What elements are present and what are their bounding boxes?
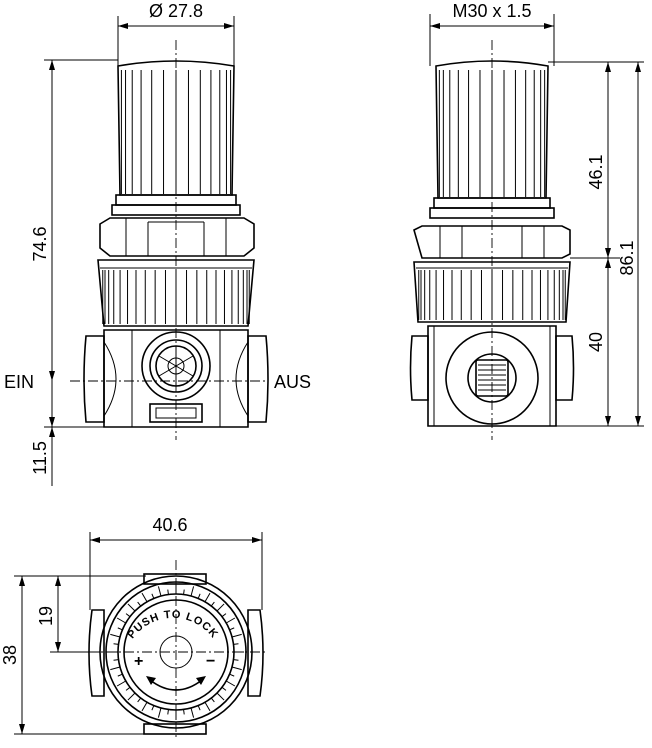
knob-minus-sign: −: [206, 653, 215, 670]
dim-inlet-to-top: 74.6: [30, 59, 118, 381]
dim-inlet-to-top-label: 74.6: [30, 226, 50, 261]
dim-inlet-to-bottom-label: 11.5: [30, 441, 50, 475]
dim-half-depth: 19: [36, 575, 146, 653]
top-view: PUSH TO LOCK + − 40.6 19: [0, 515, 268, 740]
knob-center: [159, 635, 193, 669]
side-port: [445, 331, 539, 425]
dim-total-height-label: 86.1: [617, 240, 637, 275]
dim-thread: M30 x 1.5: [429, 1, 555, 66]
top-body: [88, 573, 264, 735]
dim-total-height: 86.1: [617, 61, 644, 426]
adjusting-knob: [111, 60, 241, 216]
bonnet-ring: [97, 259, 255, 327]
label-inlet: EIN: [4, 372, 34, 392]
dim-total-depth-label: 38: [0, 645, 20, 665]
dim-total-depth: 38: [0, 575, 146, 735]
knob-plus-sign: +: [134, 653, 143, 670]
dim-lower-height: 40: [556, 258, 644, 427]
dim-thread-label: M30 x 1.5: [452, 1, 531, 21]
side-knob-ribs: [438, 70, 546, 197]
dim-body-width-label: 40.6: [152, 515, 187, 535]
lock-nut: [99, 217, 255, 257]
dim-body-width: 40.6: [89, 515, 263, 610]
dim-upper-height: 46.1: [548, 61, 620, 259]
dim-upper-height-label: 46.1: [586, 154, 606, 189]
dim-half-depth-label: 19: [36, 606, 56, 626]
dim-inlet-to-bottom: 11.5: [30, 381, 104, 486]
dim-knob-diameter-label: Ø 27.8: [149, 1, 203, 21]
side-lock-nut: [413, 225, 571, 259]
gauge-port: [141, 331, 211, 401]
front-view: Ø 27.8 74.6 11.5 EIN AUS: [4, 1, 311, 486]
side-view: M30 x 1.5 46.1 40 86.1: [409, 1, 644, 440]
side-bonnet-ring: [413, 261, 571, 323]
rotate-arrow-icon: [149, 679, 203, 691]
dim-knob-diameter: Ø 27.8: [117, 1, 235, 66]
bonnet-ribs: [102, 270, 250, 324]
regulator-body: [83, 329, 269, 428]
drain-valve: [149, 403, 203, 423]
knob-ribs: [120, 70, 232, 194]
side-port-screen: [475, 359, 509, 397]
side-bonnet-ribs: [418, 270, 566, 320]
side-adjusting-knob: [429, 60, 555, 219]
label-outlet: AUS: [274, 372, 311, 392]
top-knurl: [108, 584, 244, 720]
dim-lower-height-label: 40: [586, 332, 606, 352]
